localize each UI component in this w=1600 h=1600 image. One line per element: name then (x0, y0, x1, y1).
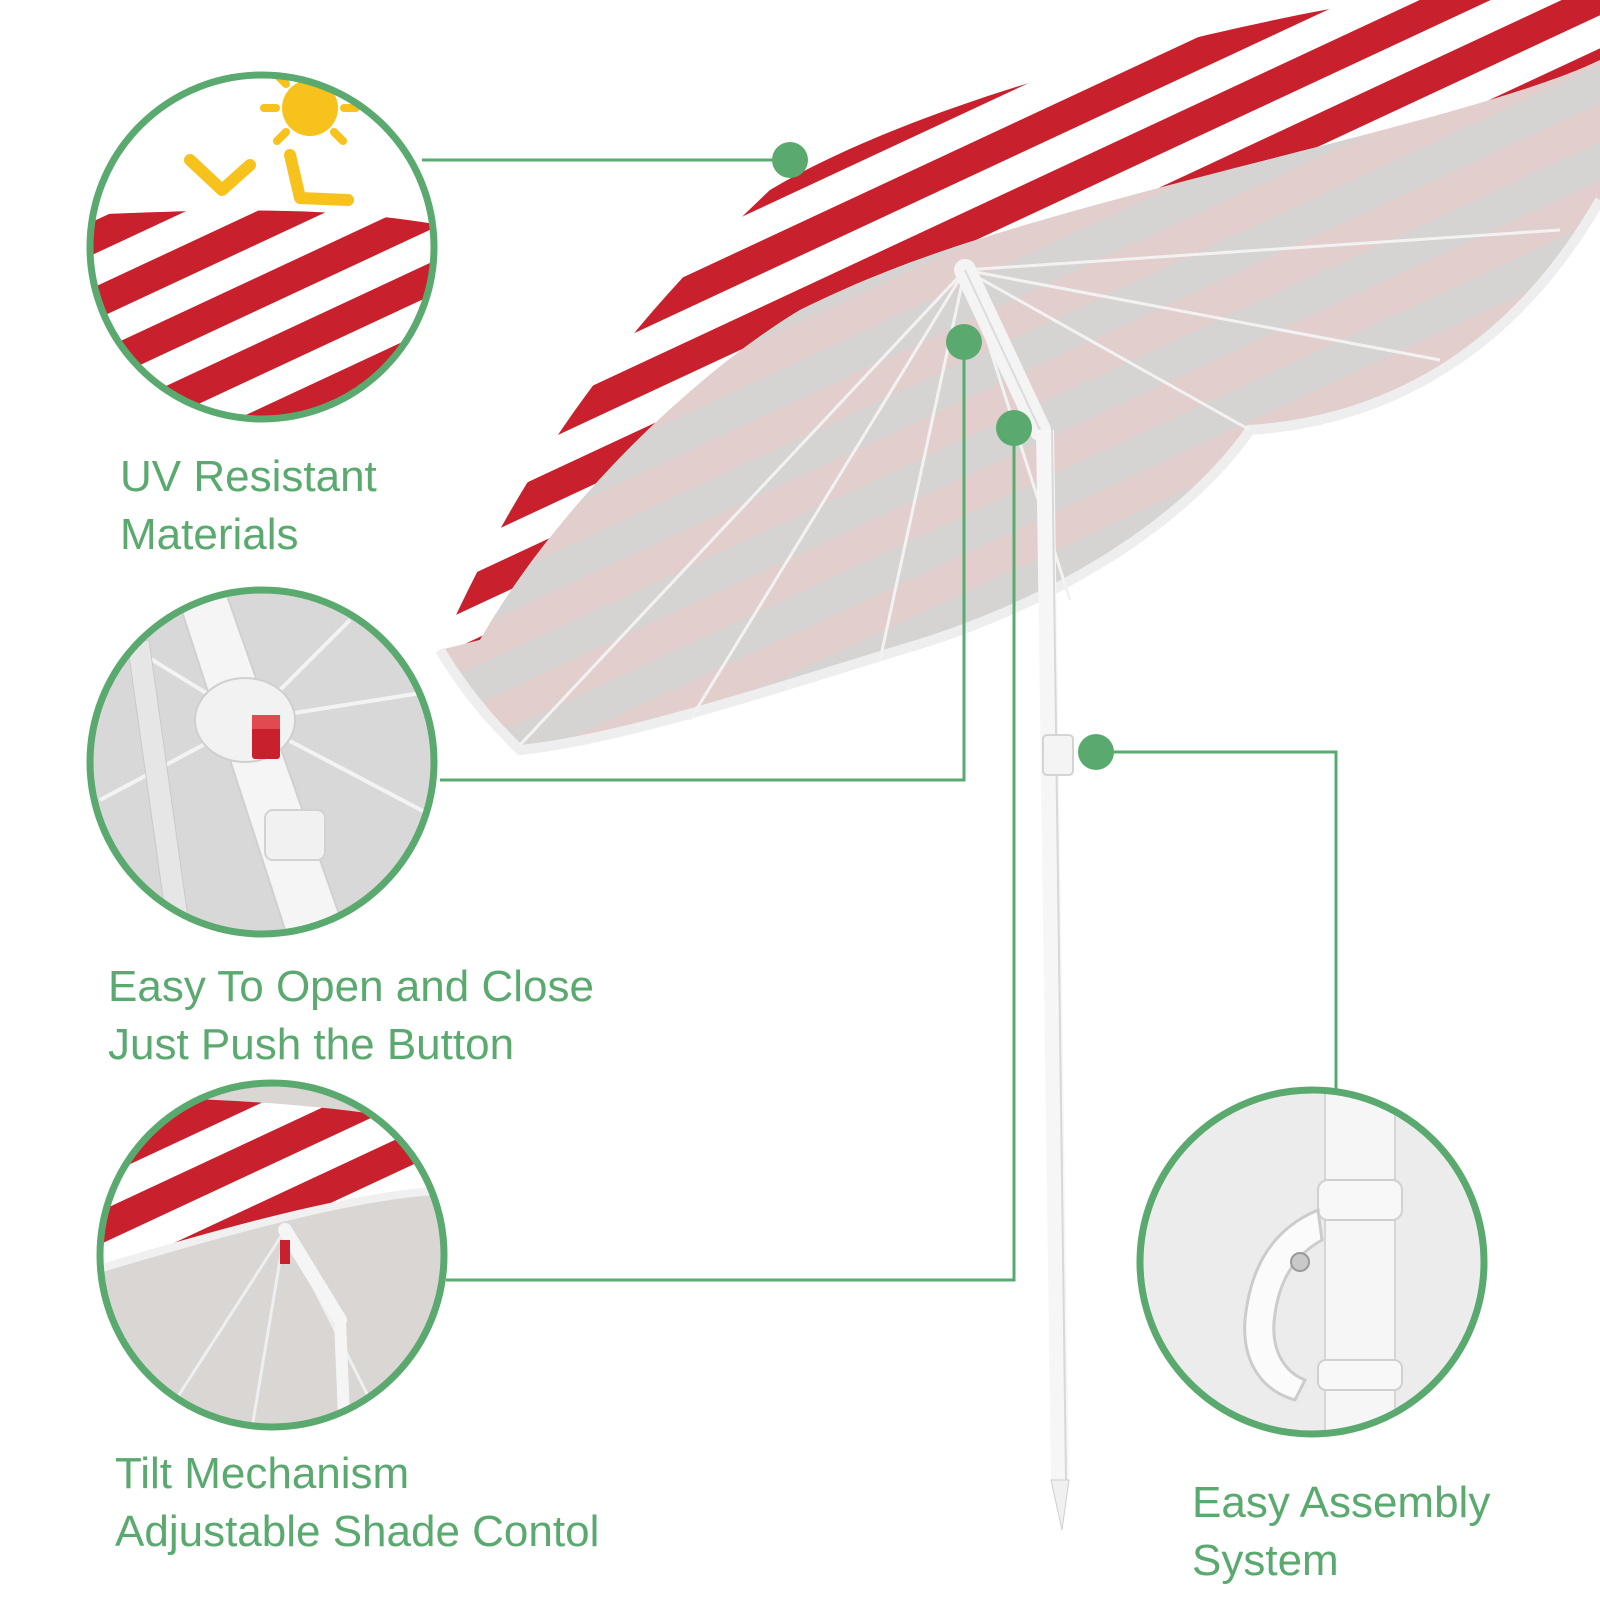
feature-circle-assembly (1136, 1086, 1488, 1438)
feature-label-open-close-line-1: Easy To Open and Close (108, 962, 594, 1011)
dot-open-close (946, 324, 982, 360)
feature-circle-tilt (96, 1079, 448, 1431)
canopy-outer-stripes (440, 0, 1600, 650)
connector-assembly (1096, 750, 1338, 1090)
connector-open-close (440, 342, 966, 782)
callout-dots (772, 142, 1114, 770)
feature-label-tilt-line-2: Adjustable Shade Contol (115, 1507, 600, 1556)
umbrella-pole (954, 259, 1074, 1531)
feature-label-assembly: Easy Assembly System (1192, 1474, 1490, 1590)
feature-label-uv-line-1: UV Resistant (120, 452, 377, 501)
feature-circle-uv (86, 71, 438, 423)
feature-circle-open-close (86, 586, 438, 938)
clamp-icon (1243, 1207, 1324, 1402)
dot-tilt (996, 410, 1032, 446)
feature-label-tilt: Tilt Mechanism Adjustable Shade Contol (115, 1445, 599, 1561)
dot-assembly (1078, 734, 1114, 770)
feature-label-uv-line-2: Materials (120, 510, 299, 559)
push-button-icon (252, 715, 280, 759)
feature-label-tilt-line-1: Tilt Mechanism (115, 1449, 410, 1498)
feature-label-assembly-line-1: Easy Assembly (1192, 1478, 1491, 1527)
dot-uv (772, 142, 808, 178)
feature-label-open-close: Easy To Open and Close Just Push the But… (108, 958, 594, 1074)
connector-tilt (446, 428, 1016, 1282)
uv-reflect-arrows-icon (184, 149, 354, 206)
callout-connectors (422, 158, 1338, 1282)
canopy-hem (435, 197, 1600, 756)
feature-label-assembly-line-2: System (1192, 1536, 1339, 1585)
feature-label-open-close-line-2: Just Push the Button (108, 1020, 515, 1069)
feature-label-uv: UV Resistant Materials (120, 448, 377, 564)
